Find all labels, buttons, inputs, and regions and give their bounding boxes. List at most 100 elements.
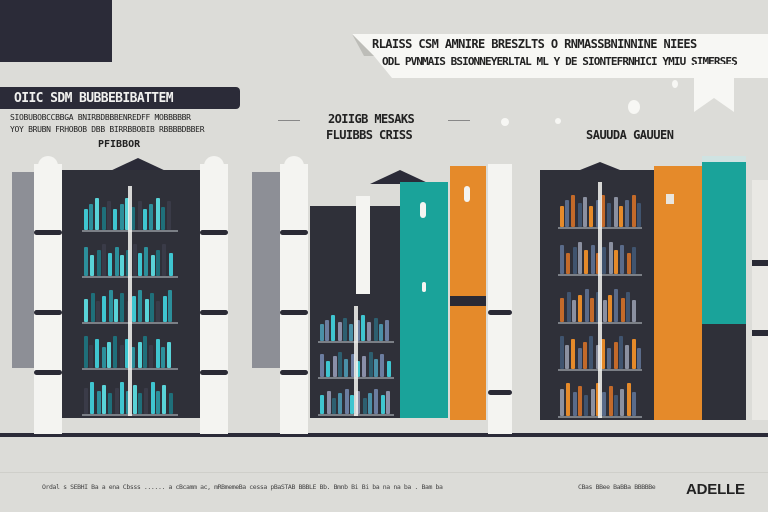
book-spine <box>614 341 618 369</box>
left-panel-subtitle-1: SIOBUBOBCCBBGA BNIRBDBBBENREDFF MOBBBBBR <box>10 113 191 122</box>
book-spine <box>362 356 366 378</box>
book-spine <box>138 252 142 276</box>
book-spine <box>120 382 124 414</box>
book-spine <box>361 315 365 341</box>
book-spine <box>96 301 100 322</box>
book-spine <box>151 255 155 276</box>
pillar <box>280 164 308 434</box>
book-spine <box>369 352 373 378</box>
book-spine <box>380 354 384 378</box>
book-spine <box>387 360 391 378</box>
book-spine <box>138 290 142 322</box>
left-title-bar <box>0 87 240 109</box>
book-spine <box>583 197 587 228</box>
book-spine <box>133 385 137 414</box>
book-spine <box>108 393 112 414</box>
book-spine <box>89 203 93 230</box>
banner-line-1: RLAISS CSM AMNIRE BRESZLTS O RNMASSBNINN… <box>372 37 697 51</box>
ribbon-icon <box>352 34 768 78</box>
book-spine <box>571 194 575 228</box>
book-spine <box>637 203 641 228</box>
book-spine <box>320 395 324 414</box>
book-spine <box>584 394 588 416</box>
book-spine <box>573 391 577 416</box>
top-left-dark-block <box>0 0 112 62</box>
book-spine <box>386 390 390 414</box>
book-spine <box>320 324 324 341</box>
pillar-cap <box>38 156 58 168</box>
book-spine <box>344 358 348 378</box>
divider <box>278 120 300 121</box>
book-spine <box>343 317 347 341</box>
book-spine <box>114 298 118 322</box>
book-spine <box>614 289 618 322</box>
book-spine <box>150 293 154 322</box>
footer-fine-print: Ordal s SEBHI Ba a ena Cbsss ...... a cB… <box>42 483 443 491</box>
book-spine <box>578 294 582 322</box>
book-spine <box>565 200 569 228</box>
book-spine <box>132 295 136 322</box>
book-spine <box>168 290 172 322</box>
book-spine <box>338 352 342 378</box>
ground-line <box>0 433 768 437</box>
left-bookcase-illustration <box>12 156 232 434</box>
book-spine <box>609 241 613 275</box>
book-spine <box>627 383 631 416</box>
book-spine <box>84 336 88 368</box>
book-spine <box>145 298 149 322</box>
book-spine <box>320 354 324 378</box>
shelf-divider <box>598 182 602 418</box>
book-spine <box>144 247 148 276</box>
book-spine <box>560 244 564 275</box>
book-spine <box>97 249 101 276</box>
book-spine <box>619 336 623 369</box>
book-spine <box>107 341 111 368</box>
book-spine <box>572 300 576 322</box>
book-spine <box>625 200 629 228</box>
book-spine <box>374 388 378 414</box>
book-spine <box>614 394 618 416</box>
book-spine <box>603 300 607 322</box>
book-spine <box>327 390 331 414</box>
book-spine <box>560 205 564 228</box>
book-spine <box>602 391 606 416</box>
footer-line <box>0 472 768 473</box>
book-spine <box>102 347 106 368</box>
book-spine <box>619 205 623 228</box>
book-spine <box>95 339 99 368</box>
book-spine <box>607 203 611 228</box>
book-spine <box>379 324 383 341</box>
book-spine <box>573 247 577 275</box>
book-spine <box>589 205 593 228</box>
middle-panel-title-2: FLUIBBS CRISS <box>326 128 413 142</box>
book-spine <box>143 336 147 368</box>
book-spine <box>143 209 147 230</box>
side-panel <box>12 172 34 368</box>
orange-book <box>654 166 702 420</box>
roof <box>108 158 168 172</box>
orange-book <box>450 166 486 420</box>
pillar <box>34 164 62 434</box>
teal-book <box>400 182 448 418</box>
book-spine <box>95 198 99 230</box>
book-spine <box>125 198 129 230</box>
book-spine <box>102 206 106 230</box>
book-spine <box>609 386 613 416</box>
left-panel-caption: PFIBBOR <box>98 139 141 150</box>
banner-line-2: ODL PVNMAIS BSIONNEYERLTAL ML Y DE SIONT… <box>382 55 738 68</box>
book-spine <box>608 294 612 322</box>
book-spine <box>356 390 360 414</box>
book-spine <box>351 354 355 378</box>
book-spine <box>632 194 636 228</box>
book-spine <box>625 344 629 369</box>
book-spine <box>374 358 378 378</box>
book-spine <box>161 206 165 230</box>
book-spine <box>102 385 106 414</box>
book-spine <box>120 255 124 276</box>
book-spine <box>560 389 564 416</box>
book-spine <box>156 301 160 322</box>
middle-panel-title-1: 2OIIGB MESAKS <box>328 112 415 126</box>
book-spine <box>571 339 575 369</box>
book-spine <box>614 197 618 228</box>
book-spine <box>97 390 101 414</box>
